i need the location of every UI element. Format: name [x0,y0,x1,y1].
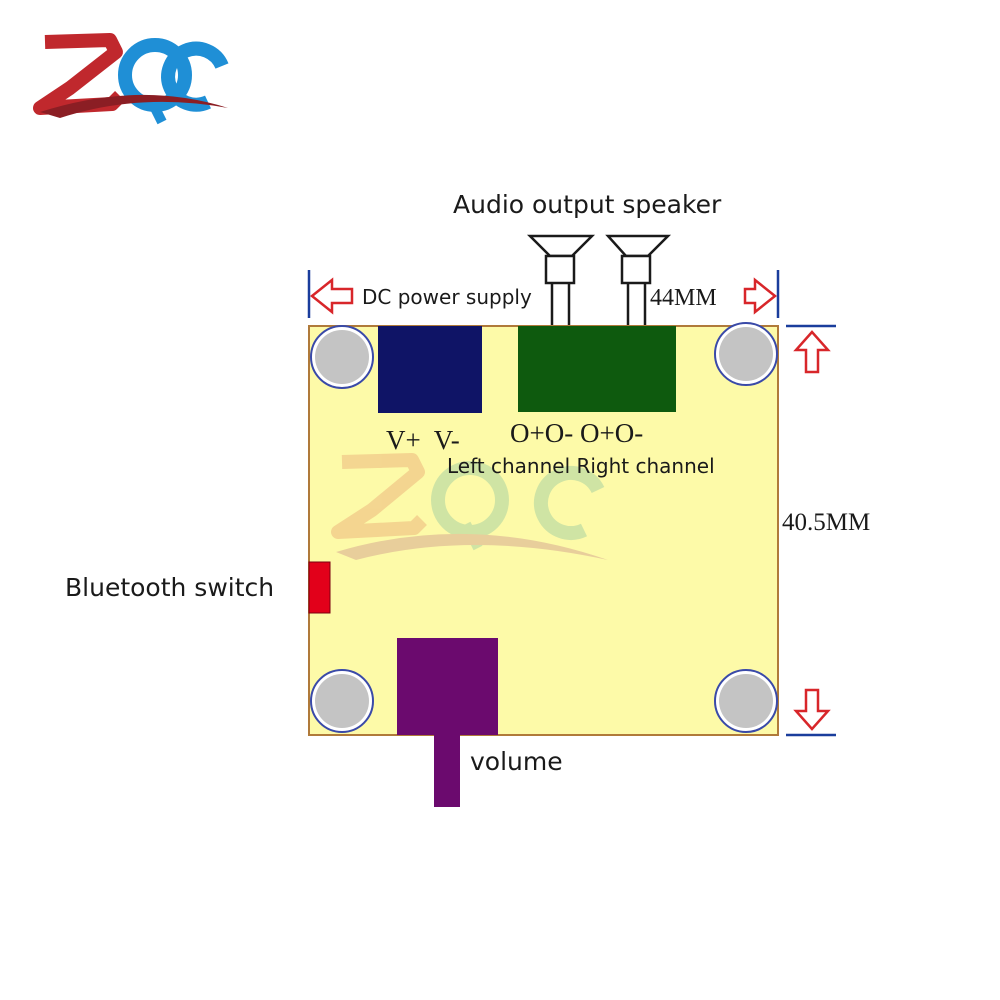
speaker-left-icon [526,234,596,326]
bluetooth-switch-label: Bluetooth switch [65,573,274,602]
height-dim-label: 40.5MM [782,509,870,536]
mount-hole-bottom-right [714,669,778,733]
volume-knob-shaft [434,735,460,807]
width-dim-label: 44MM [650,285,717,311]
logo-c-icon [161,41,229,112]
speaker-right-icon [605,234,672,326]
watermark-logo [331,453,608,560]
height-dimension [786,324,836,737]
dc-power-jack [378,326,482,413]
logo-swoosh-icon [40,94,228,118]
mount-hole-top-right [714,322,778,386]
bluetooth-switch [308,561,331,614]
channels-label: Left channel Right channel [447,454,715,478]
arrow-right-icon [743,277,778,315]
width-dimension [307,270,780,318]
volume-label: volume [470,747,563,776]
arrow-up-icon [793,330,831,374]
output-pins-label: O+O- O+O- [510,418,643,448]
power-pins-label: V+ V- [386,425,460,455]
mount-hole-top-left [310,325,374,389]
arrow-left-icon [309,277,354,315]
audio-output-terminal [518,326,676,412]
arrow-down-icon [793,688,831,731]
audio-output-label: Audio output speaker [453,190,722,219]
brand-logo [33,33,229,125]
dc-power-label: DC power supply [362,285,532,309]
mount-hole-bottom-left [310,669,374,733]
volume-knob-body [397,638,498,735]
